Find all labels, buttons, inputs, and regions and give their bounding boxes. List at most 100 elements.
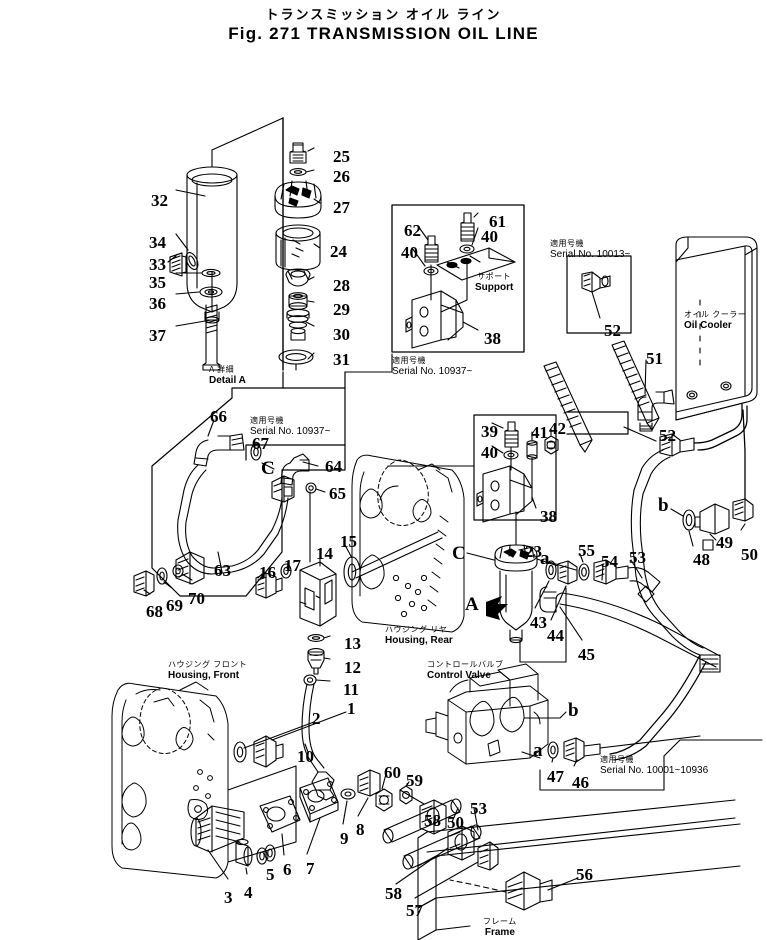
callout-number-6: 6 xyxy=(283,860,292,879)
leader-36 xyxy=(175,291,200,295)
leader-13 xyxy=(323,635,331,639)
leader-33 xyxy=(167,255,177,263)
callout-number-8: 8 xyxy=(356,820,365,839)
part-62-bolt xyxy=(424,235,439,263)
callout-number-66: 66 xyxy=(210,407,227,426)
leader-34 xyxy=(175,233,189,251)
hose-long-down-right xyxy=(630,449,704,656)
part-5-oring xyxy=(256,844,276,865)
serial-detail-a: 適用号機 Serial No. 10937~ xyxy=(250,416,331,437)
part-34-oring xyxy=(185,252,199,270)
valve-serial-box xyxy=(539,755,665,791)
callout-number-53: 53 xyxy=(629,548,646,567)
callout-number-12: 12 xyxy=(344,658,361,677)
support-label: サポート Support xyxy=(475,272,514,293)
part-52-fitting-inset xyxy=(581,271,611,293)
part-65-oring xyxy=(305,482,317,494)
leader-30 xyxy=(305,321,315,327)
leader-49 xyxy=(709,533,717,541)
part-68-bolt xyxy=(133,570,155,597)
part-3-strainer xyxy=(190,805,245,853)
callout-number-24: 24 xyxy=(330,242,347,261)
part-33-plug xyxy=(169,252,187,277)
part-64-elbow xyxy=(280,453,310,497)
callout-number-27: 27 xyxy=(333,198,350,217)
callout-number-33: 33 xyxy=(149,255,166,274)
mark-port-c-filter: C xyxy=(452,543,466,564)
callout-number-34: 34 xyxy=(149,233,166,252)
callout-number-62: 62 xyxy=(404,221,421,240)
callout-number-67: 67 xyxy=(252,434,269,453)
leader-46 xyxy=(573,759,578,767)
part-31-oring xyxy=(278,349,314,365)
callout-number-3: 3 xyxy=(224,888,233,907)
support-inset-box xyxy=(391,204,525,353)
part-56-bolt xyxy=(505,871,553,911)
control-valve-label: コントロールバルブ Control Valve xyxy=(427,660,504,681)
hose-upper-right xyxy=(693,403,743,444)
callout-number-51: 51 xyxy=(646,349,663,368)
part-47-oring xyxy=(547,741,559,759)
callout-number-40: 40 xyxy=(481,443,498,462)
part-35-washer xyxy=(201,268,221,278)
part-61-bolt xyxy=(460,212,475,242)
leader-47 xyxy=(551,757,554,763)
cooler-port-upper xyxy=(686,390,698,400)
callout-number-30: 30 xyxy=(333,325,350,344)
leader-62 xyxy=(417,225,429,241)
part-8-bolt xyxy=(357,769,381,797)
leader-26 xyxy=(305,169,315,173)
callout-number-39: 39 xyxy=(481,422,498,441)
callout-number-5: 5 xyxy=(266,865,275,884)
part-29-spacer xyxy=(288,292,308,310)
part-14-adapter xyxy=(299,561,337,627)
leader-39 xyxy=(491,422,504,429)
leader-68 xyxy=(143,589,151,595)
callout-number-70: 70 xyxy=(188,589,205,608)
callout-number-48: 48 xyxy=(693,550,710,569)
callout-number-46: 46 xyxy=(572,773,589,792)
leader-54 xyxy=(601,563,604,581)
leader-17 xyxy=(286,564,289,568)
leader-28 xyxy=(307,276,315,281)
valve-port-b-line xyxy=(523,711,567,719)
callout-number-57: 57 xyxy=(406,901,423,920)
part-36-washer xyxy=(199,286,223,298)
leader-65 xyxy=(315,488,326,493)
leader-51 xyxy=(644,359,647,395)
part-16-bolt xyxy=(255,572,283,599)
callout-number-53b: 53 xyxy=(470,799,487,818)
leader-23 xyxy=(518,546,534,551)
callout-number-58: 58 xyxy=(385,884,402,903)
callout-number-38: 38 xyxy=(484,329,501,348)
leader-43 xyxy=(534,580,550,609)
oil-cooler-body xyxy=(675,236,758,421)
callout-number-17: 17 xyxy=(284,556,301,575)
leader-27 xyxy=(313,198,321,204)
leader-59 xyxy=(405,781,410,787)
part-57-fitting xyxy=(477,841,499,871)
callout-number-7: 7 xyxy=(306,859,315,878)
mark-port-b-hose: b xyxy=(658,495,669,516)
leader-2 xyxy=(243,721,315,749)
callout-number-63: 63 xyxy=(214,561,231,580)
callout-number-69: 69 xyxy=(166,596,183,615)
leader-52-inset xyxy=(591,291,601,319)
callout-number-14: 14 xyxy=(316,544,333,563)
callout-number-59: 59 xyxy=(406,771,423,790)
part-43-oring xyxy=(545,560,557,580)
callout-number-42: 42 xyxy=(549,419,566,438)
callout-number-54: 54 xyxy=(601,552,618,571)
callout-number-1: 1 xyxy=(347,699,356,718)
part-38-bracket-main xyxy=(476,465,533,523)
leader-52-main xyxy=(623,426,657,442)
arrow-a-mark xyxy=(486,596,508,620)
part-4-sleeve xyxy=(235,838,253,867)
part-41-spacer xyxy=(526,440,538,460)
callout-number-52b: 52 xyxy=(659,426,676,445)
part-58-clamp-upper xyxy=(419,799,447,835)
leader-11 xyxy=(315,679,331,682)
callout-number-26: 26 xyxy=(333,167,350,186)
